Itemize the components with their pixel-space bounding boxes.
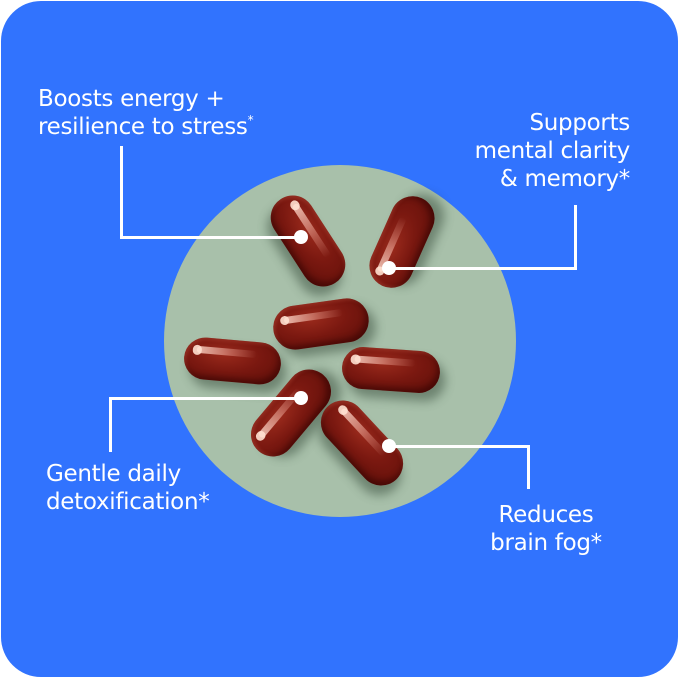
callout-line-energy-vertical [120,146,123,238]
callout-clarity-line-2: mental clarity [474,138,631,164]
callout-detox-line-2: detoxification* [46,489,210,515]
capsule-highlight [354,355,416,367]
callout-dot-detox [294,391,308,405]
capsule-highlight [196,346,257,358]
callout-line-brain-fog-horizontal [389,445,530,448]
capsule-glint [350,354,361,365]
capsule-5 [340,345,442,395]
callout-energy-line-1: Boosts energy + [38,86,225,112]
callout-energy-line-2: resilience to stress* [38,113,254,140]
callout-line-detox-vertical [109,397,112,452]
callout-brain-fog-line-2: brain fog* [490,530,602,556]
callout-brain-fog: Reduces brain fog* [476,501,616,557]
callout-clarity-line-3: & memory* [499,166,630,192]
callout-dot-energy [294,230,308,244]
callout-detox: Gentle daily detoxification* [46,460,210,516]
capsule-highlight [283,308,344,324]
callout-brain-fog-line-1: Reduces [498,502,594,528]
asterisk: * [247,113,254,127]
callout-clarity: Supports mental clarity & memory* [474,109,631,193]
callout-dot-clarity [382,261,396,275]
callout-energy: Boosts energy + resilience to stress* [38,85,254,144]
callout-line-energy-horizontal [120,236,301,239]
callout-detox-line-1: Gentle daily [46,461,181,487]
capsule-glint [192,344,203,355]
callout-line-detox-horizontal [109,397,301,400]
callout-clarity-line-1: Supports [529,110,630,136]
callout-line-clarity-vertical [574,205,577,270]
callout-line-clarity-horizontal [389,267,577,270]
callout-dot-brain-fog [382,439,396,453]
callout-line-brain-fog-vertical [527,445,530,489]
